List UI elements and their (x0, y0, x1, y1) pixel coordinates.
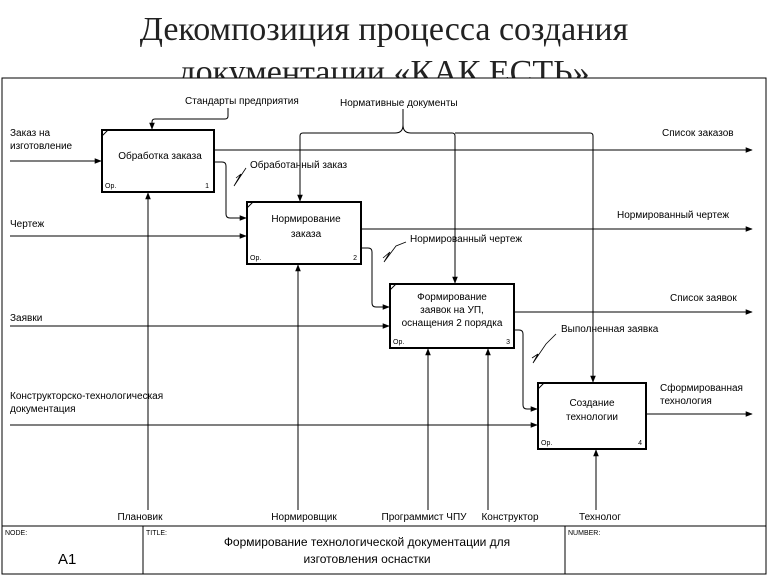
input-drawing: Чертеж (10, 219, 247, 239)
activity-box-2: Нормирование заказа Ор. 2 (246, 201, 362, 265)
control-standards-label: Стандарты предприятия (185, 96, 299, 107)
activity-box-1-number: 1 (205, 183, 209, 190)
output-request-list-label: Список заявок (670, 293, 737, 304)
activity-box-4: Создание технологии Ор. 4 (537, 382, 647, 450)
activity-box-3-label-line-1: Формирование (417, 292, 487, 303)
activity-box-3-label-line-3: оснащения 2 порядка (402, 318, 503, 329)
mechanism-programmer-label: Программист ЧПУ (382, 512, 468, 523)
mechanism-planner-label: Плановик (118, 512, 164, 523)
output-technology-label-line-2: технология (660, 396, 712, 407)
arrow-processed-order: Обработанный заказ (215, 159, 348, 221)
mechanism-designer-label: Конструктор (481, 512, 538, 523)
footer-node-value: A1 (58, 551, 76, 568)
slide-title-line-1: Декомпозиция процесса создания (139, 11, 629, 48)
activity-box-2-label-line-2: заказа (291, 229, 322, 240)
activity-box-1-label: Обработка заказа (118, 150, 202, 162)
footer-title-label: TITLE: (146, 530, 167, 537)
input-order-label-line-1: Заказ на (10, 128, 51, 139)
activity-box-3-label-line-2: заявок на УП, (420, 305, 484, 316)
mechanism-normer-label: Нормировщик (271, 512, 337, 523)
footer-block: NODE: A1 TITLE: Формирование технологиче… (1, 525, 767, 575)
input-drawing-label: Чертеж (10, 219, 44, 230)
activity-box-2-prefix: Ор. (250, 255, 261, 262)
control-normative: Нормативные документы (297, 98, 596, 383)
mechanism-technologist-label: Технолог (579, 512, 621, 523)
activity-box-3-number: 3 (506, 339, 510, 346)
output-order-list-label: Список заказов (662, 128, 734, 139)
arrow-completed-request: Выполненная заявка (515, 324, 659, 412)
footer-node-label: NODE: (5, 530, 27, 537)
input-order: Заказ на изготовление (10, 128, 102, 164)
activity-box-3-prefix: Ор. (393, 339, 404, 346)
output-technology-label-line-1: Сформированная (660, 382, 743, 394)
input-design-docs-label-line-1: Конструкторско-технологическая (10, 391, 163, 402)
mechanism-technologist: Технолог (579, 449, 621, 523)
footer-title-line-1: Формирование технологической документаци… (224, 535, 510, 549)
footer-title-line-2: изготовления оснастки (303, 552, 430, 566)
output-request-list: Список заявок (515, 293, 753, 315)
activity-box-3: Формирование заявок на УП, оснащения 2 п… (389, 283, 515, 349)
mechanism-designer: Конструктор (481, 348, 539, 523)
arrow-processed-order-label: Обработанный заказ (250, 159, 348, 171)
input-requests: Заявки (10, 313, 390, 329)
activity-box-4-prefix: Ор. (541, 440, 552, 447)
mechanism-programmer: Программист ЧПУ (382, 348, 468, 523)
activity-box-1-prefix: Ор. (105, 183, 116, 190)
arrow-normed-drawing-internal-label: Нормированный чертеж (410, 234, 522, 245)
activity-box-1: Обработка заказа Ор. 1 (101, 129, 215, 193)
arrow-normed-drawing-internal: Нормированный чертеж (362, 234, 522, 310)
activity-box-4-label-line-2: технологии (566, 412, 618, 423)
output-order-list: Список заказов (215, 128, 753, 153)
output-technology: Сформированная технология (647, 382, 753, 417)
footer-number-label: NUMBER: (568, 530, 600, 537)
control-normative-label: Нормативные документы (340, 98, 458, 109)
output-normed-drawing: Нормированный чертеж (362, 210, 753, 232)
input-design-docs-label-line-2: документация (10, 404, 76, 415)
mechanism-normer: Нормировщик (271, 264, 337, 523)
activity-box-4-label-line-1: Создание (569, 398, 615, 409)
activity-box-4-number: 4 (638, 440, 642, 447)
activity-box-2-number: 2 (353, 255, 357, 262)
output-normed-drawing-label: Нормированный чертеж (617, 210, 729, 221)
activity-box-2-label-line-1: Нормирование (271, 214, 341, 225)
mechanism-planner: Плановик (118, 192, 164, 523)
input-order-label-line-2: изготовление (10, 141, 73, 152)
control-standards: Стандарты предприятия (149, 96, 299, 130)
arrow-completed-request-label: Выполненная заявка (561, 324, 659, 335)
input-design-docs: Конструкторско-технологическая документа… (10, 391, 538, 428)
input-requests-label: Заявки (10, 313, 42, 324)
